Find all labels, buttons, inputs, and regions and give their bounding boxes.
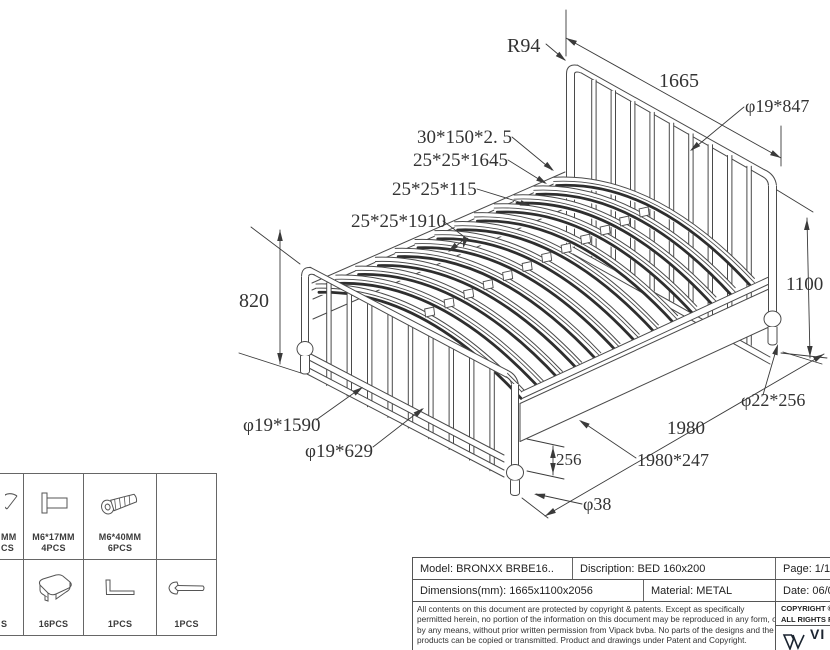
part-cell-cut-bottom: S [0,560,24,635]
dim-foot-bar: φ19*629 [305,441,373,462]
dim-side-rail-profile: 30*150*2. 5 [417,127,512,148]
sleeve-nut-icon [24,474,83,532]
part-cell-wrench: 1PCS [157,560,216,635]
title-row-3: All contents on this document are protec… [413,602,830,650]
part-cell-sleeve-nut: M6*17MM 4PCS [24,474,84,560]
dim-support-1645: 25*25*1645 [413,150,508,171]
part-label: MM [1,531,17,542]
part-qty: 1PCS [107,618,133,629]
dim-support-115: 25*25*115 [392,179,477,200]
dim-head-bar: φ19*847 [745,96,809,116]
dim-side-rail: 1980*247 [637,450,709,470]
copyright-line: by any means, without prior written perm… [417,624,774,635]
dim-head-height: 1100 [786,274,823,295]
part-qty: 1PCS [174,618,199,629]
allen-key-icon [84,560,156,619]
empty-cell [1,560,23,619]
part-qty: 4PCS [41,542,66,553]
copyright-logo-column: COPYRIGHT ® ALL RIGHTS RE VI P U [776,602,830,650]
copyright-paragraph: All contents on this document are protec… [413,602,776,650]
wrench-icon [157,560,216,619]
dim-rail-offset: 256 [556,450,582,469]
part-cell-flat-screw: M6*40MM 6PCS [84,474,157,560]
copyright-line: permitted herein, no portion of the info… [417,614,776,625]
vipack-logo: VI P U [776,625,830,650]
title-row-2: Dimensions(mm): 1665x1100x2056 Material:… [413,580,830,602]
date-cell: Date: 06/03 [783,584,830,597]
dim-head-leg: φ22*256 [741,390,805,410]
flat-head-screw-icon [84,474,156,532]
part-qty: CS [1,542,14,553]
copyright-small-line: ALL RIGHTS RE [781,614,830,624]
title-row-1: Model: BRONXX BRBE16.. Discription: BED … [413,558,830,580]
part-qty: 16PCS [38,618,69,629]
part-label: M6*40MM [98,531,142,542]
dim-head-width: 1665 [659,70,699,92]
dim-support-1910: 25*25*1910 [351,211,446,232]
vipack-logo-text: VI [810,626,826,642]
bed-geometry [238,9,828,519]
part-cell-empty [157,474,216,560]
model-cell: Model: BRONXX BRBE16.. [413,558,573,579]
dimension-labels: R94 1665 φ19*847 30*150*2. 5 25*25*1645 … [239,35,823,514]
dimensions-cell: Dimensions(mm): 1665x1100x2056 [413,580,644,601]
empty-cell [157,474,216,554]
material-cell: Material: METAL [644,580,776,601]
dim-foot-height: 820 [239,290,269,312]
copyright-small-text: COPYRIGHT ® ALL RIGHTS RE [776,602,830,625]
copyright-line: All contents on this document are protec… [417,604,745,614]
dim-corner-radius: R94 [507,35,540,57]
partial-screw-icon [1,474,23,532]
title-block: Model: BRONXX BRBE16.. Discription: BED … [412,557,830,650]
copyright-small-line: COPYRIGHT ® [781,604,830,613]
part-cell-glide-cap: 16PCS [24,560,84,635]
dim-foot-tube: φ38 [583,494,611,514]
description-cell: Discription: BED 160x200 [573,558,776,579]
part-qty: S [1,618,8,629]
part-cell-cut-top: MM CS [0,474,24,560]
dim-foot-rail: φ19*1590 [243,415,320,436]
page-cell: Page: 1/1 [783,562,830,575]
glide-cap-icon [24,560,83,619]
vipack-logo-icon [782,633,805,650]
part-qty: 6PCS [107,542,133,553]
part-cell-allen-key: 1PCS [84,560,157,635]
copyright-line: products can be copied or transmitted. P… [417,635,747,646]
part-label: M6*17MM [32,531,75,542]
hardware-parts-table: MM CS M6*17MM 4PCS M6*40MM 6PCS S [0,473,217,636]
dim-bed-length: 1980 [667,418,705,439]
